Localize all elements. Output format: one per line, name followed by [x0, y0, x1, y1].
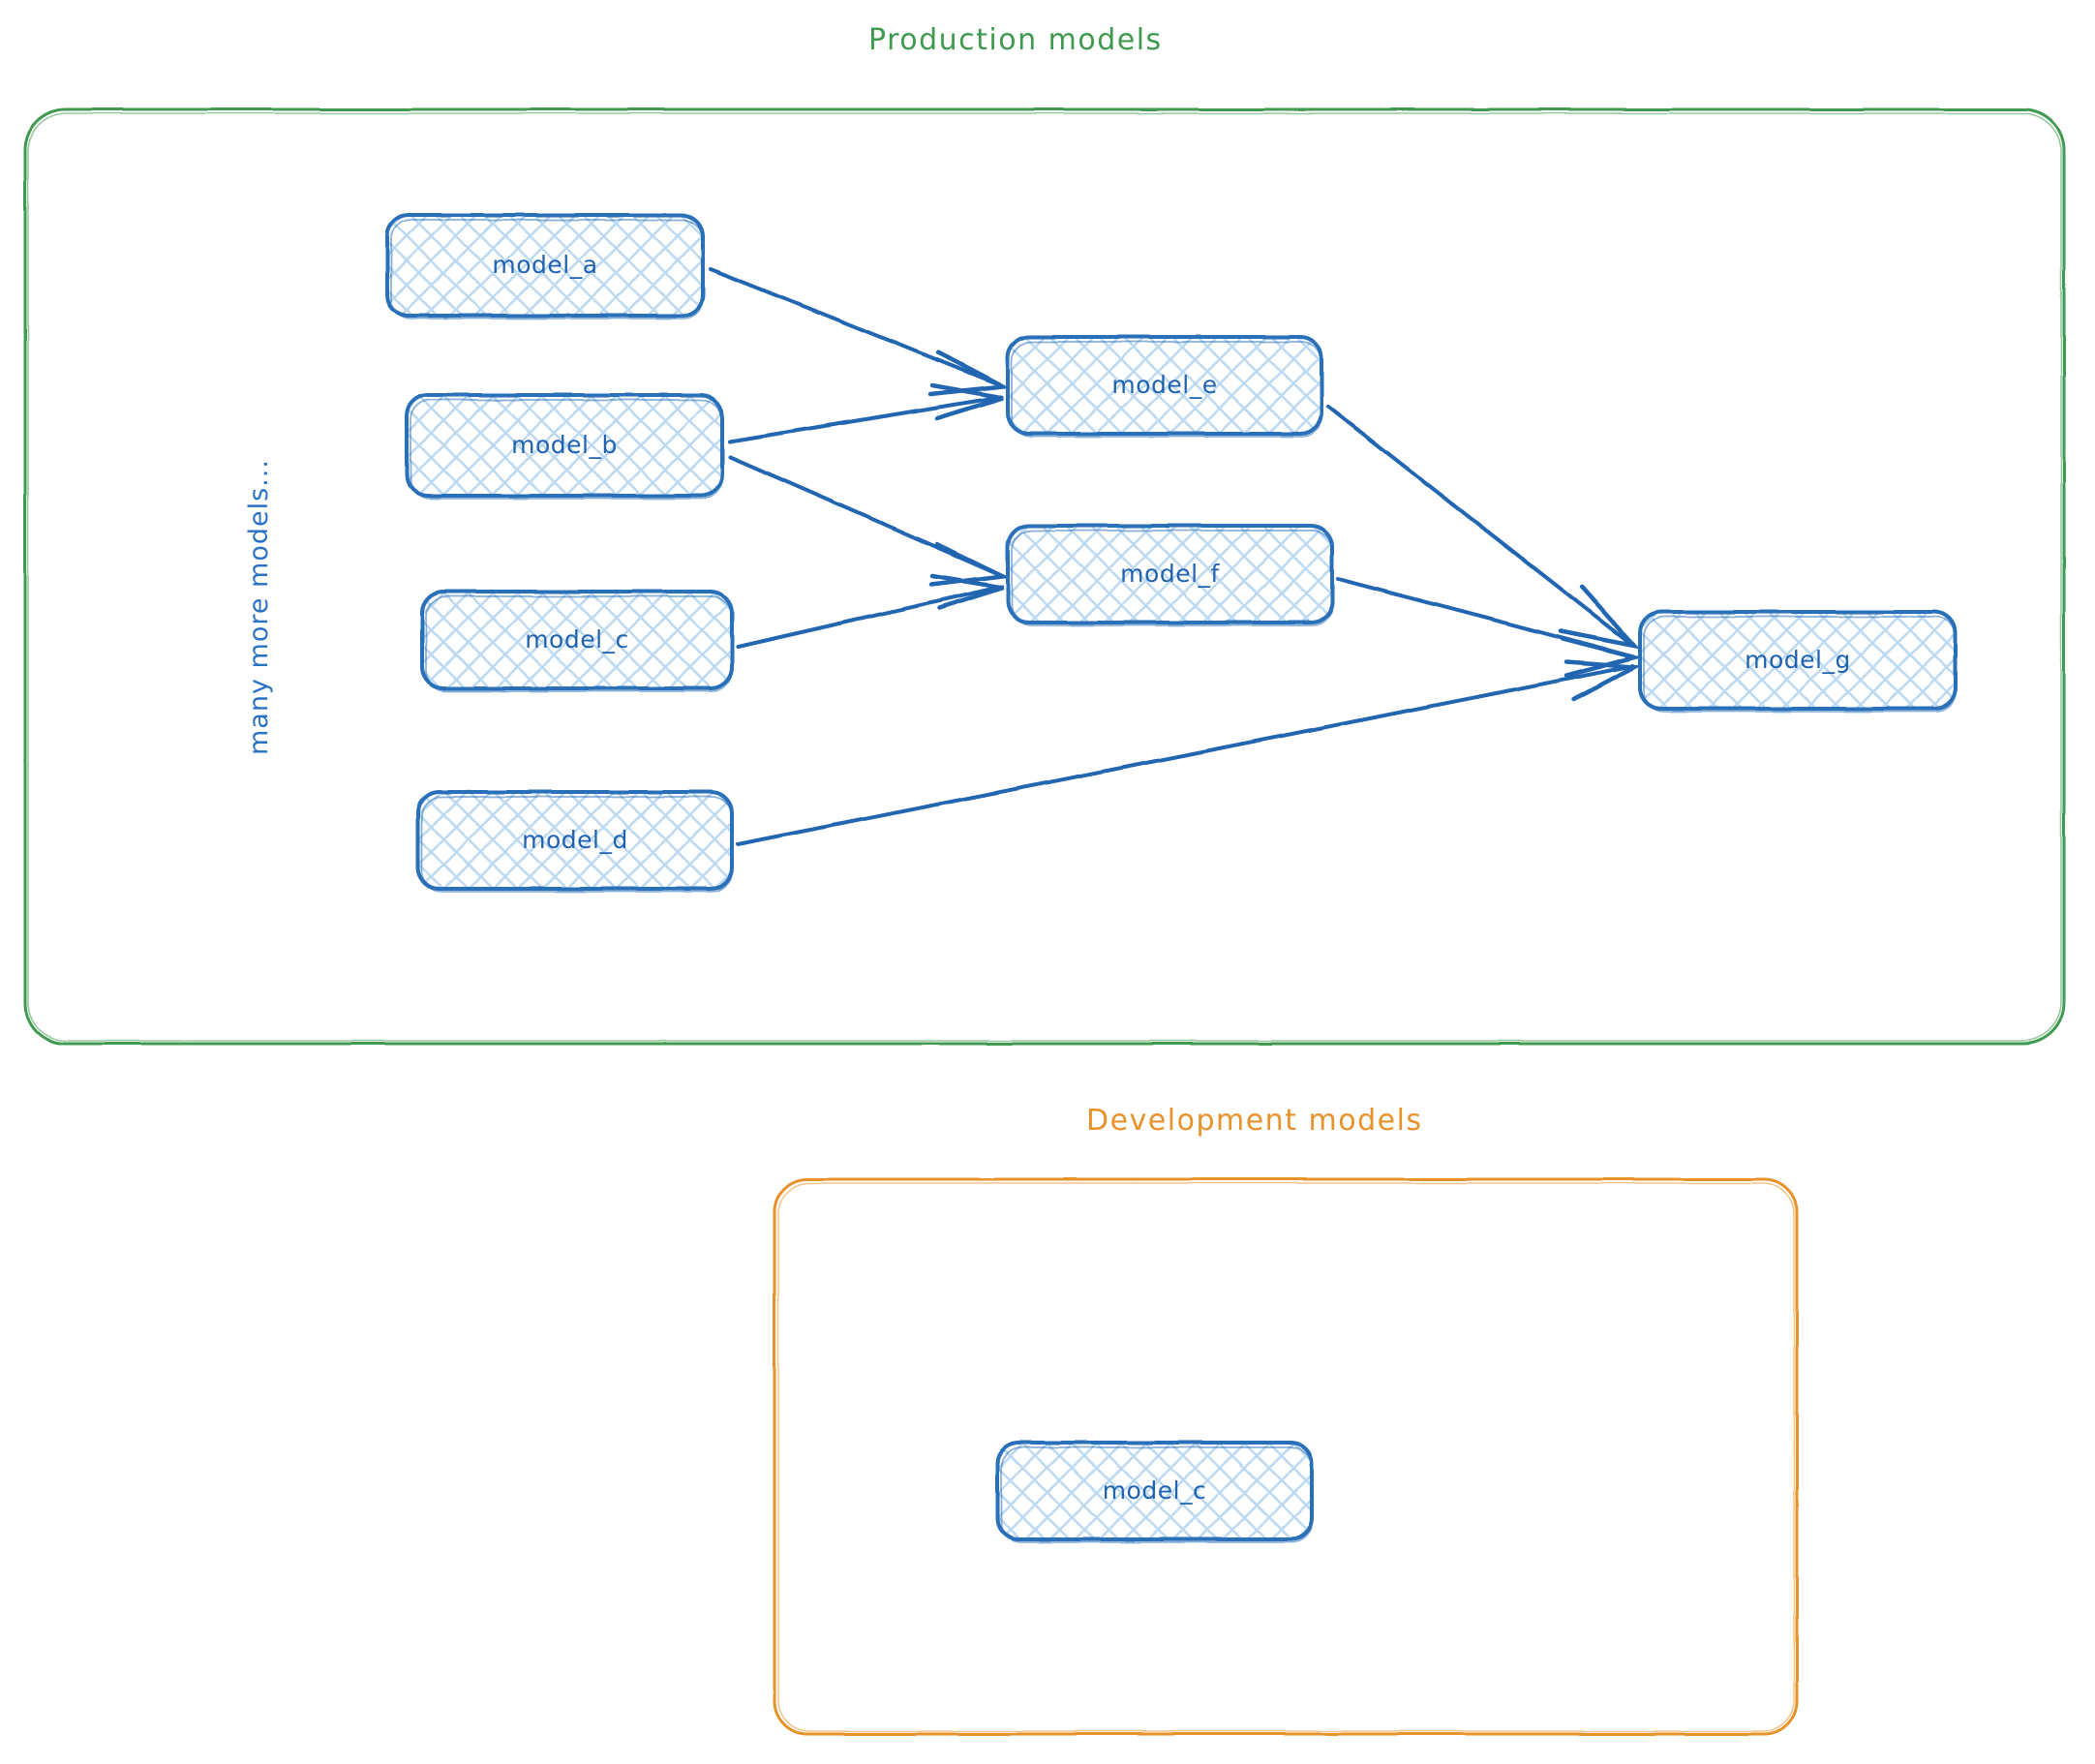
node-model-e[interactable]	[1006, 335, 1323, 438]
production-group-title: Production models	[868, 23, 1163, 57]
node-model-b[interactable]	[405, 393, 724, 500]
edge-model-b-to-model-e	[728, 382, 1004, 443]
node-model-a[interactable]	[385, 213, 705, 319]
edges-layer	[709, 267, 1643, 846]
edge-model-d-to-model-g	[736, 659, 1642, 846]
edge-model-c-to-model-f	[736, 573, 1004, 649]
node-model-f[interactable]	[1006, 524, 1334, 626]
edge-model-b-to-model-f	[728, 455, 1011, 588]
node-model-g[interactable]	[1638, 610, 1958, 713]
many-more-models-note: many more models...	[244, 459, 274, 755]
node-model-c[interactable]	[420, 590, 734, 692]
edge-model-a-to-model-e	[709, 267, 1011, 397]
edge-model-e-to-model-g	[1326, 405, 1641, 650]
development-group-container	[773, 1177, 1799, 1736]
node-model-d[interactable]	[416, 790, 734, 893]
edge-model-f-to-model-g	[1336, 577, 1643, 679]
production-group-container	[23, 107, 2066, 1046]
node-dev-model-c[interactable]	[995, 1441, 1314, 1543]
development-group-title: Development models	[1086, 1104, 1423, 1138]
